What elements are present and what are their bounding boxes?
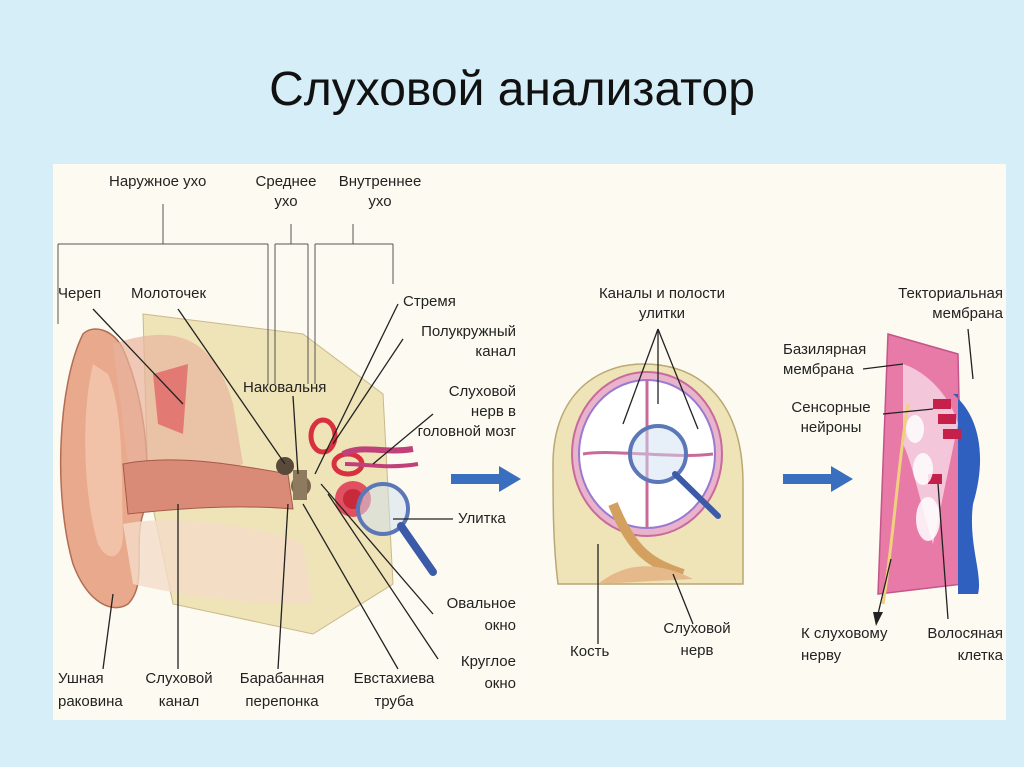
- label-hair-cell-2: клетка: [957, 647, 1003, 664]
- label-semicircular-2: канал: [475, 343, 516, 360]
- to-nerve-arrow: [873, 558, 892, 626]
- label-aud-nerve-brain-1: Слуховой: [448, 383, 516, 400]
- label-tectorial-1: Текториальная: [898, 285, 1003, 302]
- cochlea-cross-section: [552, 363, 744, 585]
- label-to-nerve-1: К слуховому: [801, 625, 888, 642]
- label-aud-nerve-brain-2: нерв в: [470, 403, 516, 420]
- label-auricle-1: Ушная: [58, 670, 104, 687]
- label-middle-ear-1: Среднее: [255, 173, 317, 190]
- ear-diagram-panel: Наружное ухо Среднее ухо Внутреннее ухо …: [53, 164, 1006, 720]
- ear-cross-section: [59, 313, 437, 635]
- organ-pointers: [862, 328, 974, 620]
- label-middle-ear-2: ухо: [274, 193, 298, 210]
- section-brackets: [57, 204, 394, 384]
- page-title: Слуховой анализатор: [269, 63, 755, 116]
- label-aud-nerve-brain-3: головной мозг: [417, 423, 516, 440]
- label-outer-ear: Наружное ухо: [109, 173, 207, 190]
- label-semicircular-1: Полукружный: [421, 323, 516, 340]
- label-bone: Кость: [570, 643, 610, 660]
- arrow-1: [451, 466, 521, 492]
- label-malleus: Молоточек: [131, 285, 207, 302]
- label-oval-window-2: окно: [484, 617, 516, 634]
- pointer-lines: [92, 303, 453, 670]
- label-inner-ear-2: ухо: [368, 193, 392, 210]
- label-inner-ear-1: Внутреннее: [338, 173, 422, 190]
- label-incus: Наковальня: [243, 379, 327, 396]
- label-basilar-2: мембрана: [783, 361, 854, 378]
- label-cochlea-canals-1: Каналы и полости: [598, 285, 726, 302]
- label-eardrum-2: перепонка: [245, 693, 319, 710]
- label-eardrum-1: Барабанная: [239, 670, 325, 687]
- label-aud-nerve-2: нерв: [680, 642, 714, 659]
- label-hair-cell-1: Волосяная: [927, 625, 1003, 642]
- label-stapes: Стремя: [403, 293, 456, 310]
- label-eustachian-1: Евстахиева: [353, 670, 435, 687]
- arrow-2: [783, 466, 853, 492]
- label-aud-canal-1: Слуховой: [145, 670, 213, 687]
- label-basilar-1: Базилярная: [783, 341, 867, 358]
- label-round-window-1: Круглое: [460, 653, 516, 670]
- organ-of-corti: [877, 333, 981, 605]
- ear-diagram-graphic: [57, 204, 981, 670]
- label-cochlea: Улитка: [458, 510, 506, 527]
- label-cochlea-canals-2: улитки: [638, 305, 686, 322]
- cochlea-pointers: [597, 328, 699, 644]
- label-eustachian-2: труба: [374, 693, 414, 710]
- label-aud-canal-2: канал: [158, 693, 200, 710]
- label-sensory-2: нейроны: [800, 419, 862, 436]
- label-sensory-1: Сенсорные: [791, 399, 871, 416]
- label-skull: Череп: [58, 285, 102, 302]
- label-round-window-2: окно: [484, 675, 516, 692]
- label-auricle-2: раковина: [58, 693, 123, 710]
- label-tectorial-2: мембрана: [932, 305, 1003, 322]
- label-oval-window-1: Овальное: [446, 595, 516, 612]
- label-to-nerve-2: нерву: [801, 647, 842, 664]
- label-aud-nerve-1: Слуховой: [663, 620, 731, 637]
